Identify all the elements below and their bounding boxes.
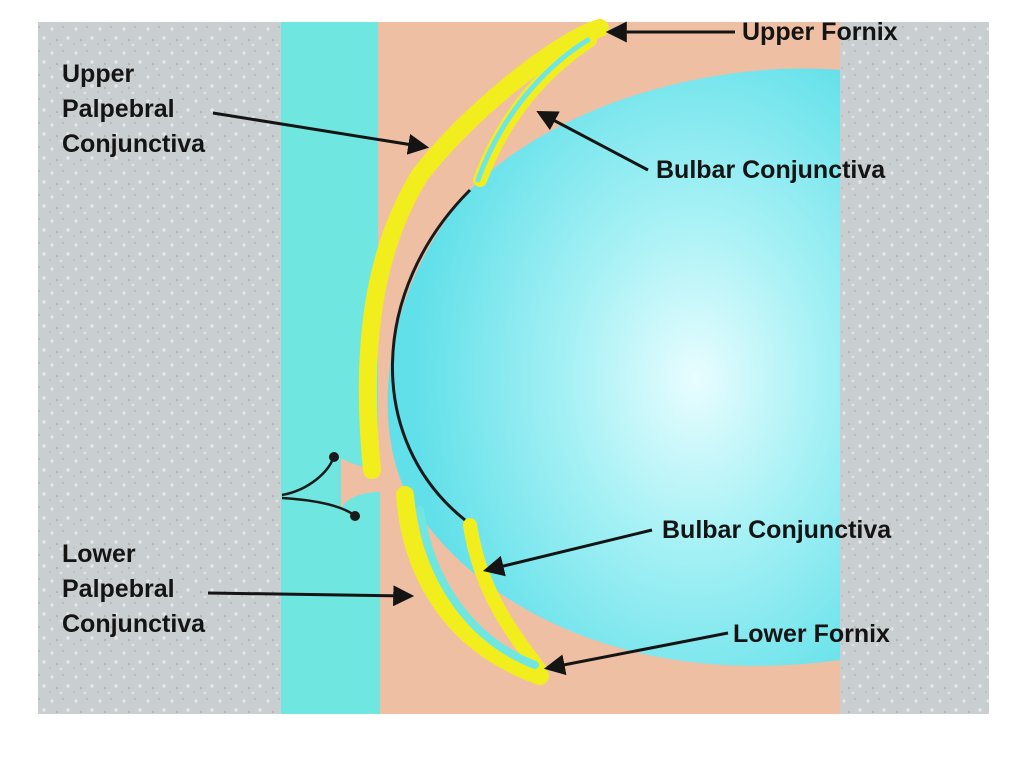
label-lower-fornix: Lower Fornix — [733, 620, 890, 648]
label-bulbar-lower: Bulbar Conjunctiva — [662, 516, 892, 544]
eyelash-lower — [281, 496, 355, 517]
upper-fornix-space — [475, 37, 591, 183]
arrow-upper-palpebral — [212, 111, 430, 155]
eyeball — [387, 68, 840, 666]
arrow-bulbar-upper — [536, 111, 649, 172]
upper-lid-contour — [298, 22, 378, 470]
lower-lid-contour — [340, 492, 380, 714]
lower-bulbar-band — [463, 518, 547, 677]
arrow-bulbar-lower — [482, 528, 653, 577]
arrow-lower-fornix — [543, 631, 729, 676]
eyelash-upper — [281, 457, 335, 497]
cornea-outline — [390, 188, 472, 522]
label-bulbar-upper: Bulbar Conjunctiva — [656, 156, 886, 184]
eyelash-upper-tip — [329, 452, 339, 462]
upper-conjunctiva-band — [358, 19, 609, 479]
label-upper-palpebral: Upper Palpebral Conjunctiva — [62, 60, 206, 158]
lower-fornix-space — [416, 506, 539, 669]
lower-conjunctiva-band — [396, 486, 549, 685]
label-upper-fornix: Upper Fornix — [742, 18, 898, 46]
eyelash-lower-tip — [350, 511, 360, 521]
label-lower-palpebral: Lower Palpebral Conjunctiva — [62, 540, 206, 638]
arrow-lower-palpebral — [207, 585, 415, 607]
